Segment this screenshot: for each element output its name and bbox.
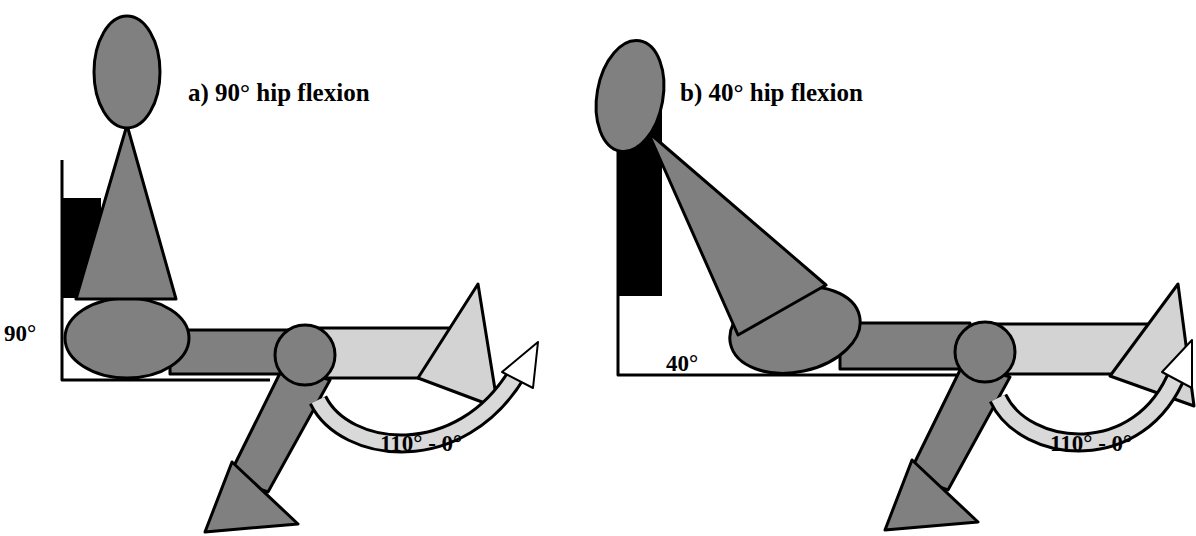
angle-label: 40° xyxy=(666,352,698,375)
figure-title: b) 40° hip flexion xyxy=(680,80,863,105)
knee xyxy=(275,325,335,385)
motion-arrowhead xyxy=(1162,340,1192,388)
range-label: 110° - 0° xyxy=(380,432,462,455)
torso xyxy=(76,125,176,299)
head xyxy=(94,16,160,128)
range-label: 110° - 0° xyxy=(1050,432,1132,455)
flexed-foot xyxy=(885,460,978,530)
pelvis xyxy=(65,298,189,378)
flexed-foot xyxy=(205,462,298,532)
head xyxy=(588,35,672,157)
angle-label: 90° xyxy=(4,322,36,345)
motion-arrowhead xyxy=(502,342,538,388)
knee xyxy=(955,322,1015,382)
figure-title: a) 90° hip flexion xyxy=(188,80,370,105)
torso xyxy=(648,132,826,335)
extended-foot xyxy=(418,284,498,408)
